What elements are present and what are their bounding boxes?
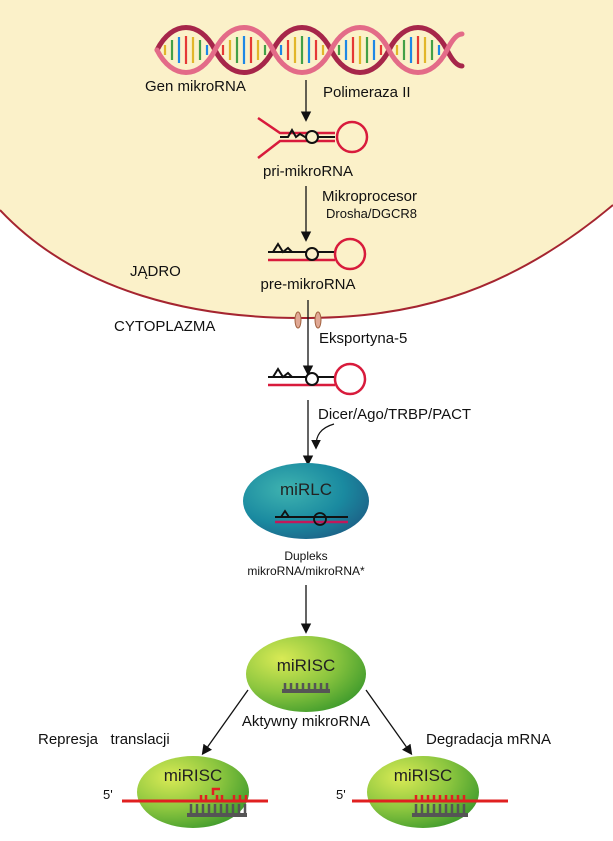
active-mirna-label: Aktywny mikroRNA bbox=[241, 713, 371, 730]
exportin-label: Eksportyna-5 bbox=[319, 330, 408, 347]
mrna-left-icon bbox=[122, 787, 268, 817]
mrna-right-icon bbox=[352, 795, 508, 817]
mirlc-complex bbox=[243, 463, 369, 539]
dna-helix-icon bbox=[154, 25, 465, 75]
mirisc-complex bbox=[246, 636, 366, 712]
gene-label: Gen mikroRNA bbox=[145, 78, 246, 95]
nuclear-pore-icon bbox=[294, 311, 322, 329]
mirlc-label: miRLC bbox=[280, 480, 332, 499]
pre-mirna-label: pre-mikroRNA bbox=[260, 276, 356, 293]
duplex-label-line2: mikroRNA/mikroRNA* bbox=[247, 564, 365, 578]
mirisc-strand-icon bbox=[282, 683, 330, 693]
arrow-repression bbox=[201, 689, 249, 756]
pri-mirna-hairpin-icon bbox=[257, 116, 369, 159]
drosha-label: Drosha/DGCR8 bbox=[326, 206, 418, 221]
arrow-degradation bbox=[365, 689, 413, 756]
pri-mirna-label: pri-mikroRNA bbox=[263, 163, 353, 180]
degradation-label: Degradacja mRNA bbox=[426, 731, 552, 748]
mirisc-label: miRISC bbox=[276, 656, 336, 675]
nucleus-label: JĄDRO bbox=[130, 263, 181, 280]
dicer-label: Dicer/Ago/TRBP/PACT bbox=[318, 406, 472, 423]
five-prime-right-label: 5' bbox=[336, 787, 346, 802]
microprocessor-label: Mikroprocesor bbox=[322, 188, 418, 205]
repression-label: Represja translacji bbox=[38, 731, 170, 748]
cytoplasm-label: CYTOPLAZMA bbox=[114, 318, 216, 335]
mirisc-left-label: miRISC bbox=[163, 766, 223, 785]
cytoplasmic-pre-mirna-icon bbox=[268, 362, 367, 396]
mirisc-right-label: miRISC bbox=[393, 766, 453, 785]
pre-mirna-hairpin-icon bbox=[268, 237, 367, 271]
five-prime-left-label: 5' bbox=[103, 787, 113, 802]
mirlc-duplex-icon bbox=[275, 509, 348, 526]
arrow-dicer-branch bbox=[311, 423, 335, 450]
duplex-label-line1: Dupleks bbox=[284, 549, 328, 563]
polymerase-label: Polimeraza II bbox=[323, 84, 411, 101]
nucleus-region bbox=[0, 0, 613, 318]
